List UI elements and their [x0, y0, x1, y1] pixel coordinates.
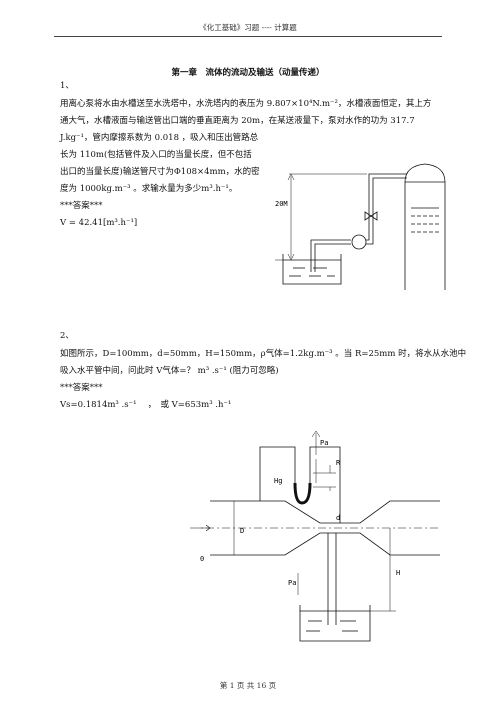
- problem1-line-5: 出口的当量长度)输送管尺寸为Φ108×4mm，水的密: [60, 167, 260, 177]
- problem2-answer: Vs=0.1814m³ .s⁻¹ ， 或 V=653m³ .h⁻¹: [60, 400, 232, 410]
- valve: [364, 211, 378, 221]
- zero-label: 0: [200, 555, 204, 563]
- pump-system-diagram: 20M: [275, 163, 446, 290]
- big-d-label: D: [240, 527, 244, 535]
- pa-bottom-label: Pa: [288, 579, 296, 587]
- water-tank: [282, 254, 342, 285]
- problem1-answer: V = 42.41[m³.h⁻¹]: [60, 218, 138, 228]
- problem1-line-1: 用离心泵将水由水槽送至水洗塔中，水洗塔内的表压为 9.807×10⁴N.m⁻²，…: [60, 99, 432, 109]
- venturi-upper-wall: [210, 500, 440, 524]
- water-basin: [299, 605, 371, 642]
- h-label: H: [396, 569, 400, 577]
- header-rule: [54, 36, 442, 37]
- problem2-line-2: 吸入水平管中间，问此时 V气体=？ m³ .s⁻¹ (阻力可忽略): [60, 366, 279, 376]
- pump: [351, 234, 367, 250]
- problem2-answer-label: ***答案***: [60, 383, 103, 393]
- problem1-line-4: 长为 110m(包括管件及入口的当量长度，但不包括: [60, 150, 252, 160]
- page-header: 《化工基础》习题 ---- 计算题: [199, 23, 297, 32]
- venturi-lower-wall: [210, 532, 440, 556]
- r-label: R: [336, 459, 341, 467]
- page-footer: 第 1 页 共 16 页: [219, 681, 277, 690]
- u-tube-manometer: [293, 482, 312, 505]
- problem2-number: 2、: [60, 331, 74, 341]
- chapter-title: 第一章 流体的流动及输送（动量传递）: [171, 68, 325, 78]
- wash-tower: [404, 163, 446, 290]
- problem1-number: 1、: [60, 81, 74, 91]
- venturi-diagram: Pa R Hg D d 0 Pa H: [190, 430, 440, 642]
- small-d-label: d: [336, 514, 340, 522]
- height-label: 20M: [275, 200, 288, 208]
- problem1-line-2: 通大气，水槽液面与输送管出口端的垂直距离为 20m，在某送液量下，泵对水作的功为…: [60, 116, 415, 126]
- problem1-line-3: J.kg⁻¹，管内摩擦系数为 0.018 ，吸入和压出管路总: [60, 133, 259, 143]
- problem2-line-1: 如图所示，D=100mm，d=50mm，H=150mm，ρ气体=1.2kg.m⁻…: [60, 349, 467, 359]
- hg-label: Hg: [274, 477, 282, 485]
- problem1-line-6: 度为 1000kg.m⁻³ 。求输水量为多少m³.h⁻¹。: [60, 184, 238, 194]
- problem1-answer-label: ***答案***: [60, 201, 103, 211]
- pa-top-label: Pa: [320, 439, 328, 447]
